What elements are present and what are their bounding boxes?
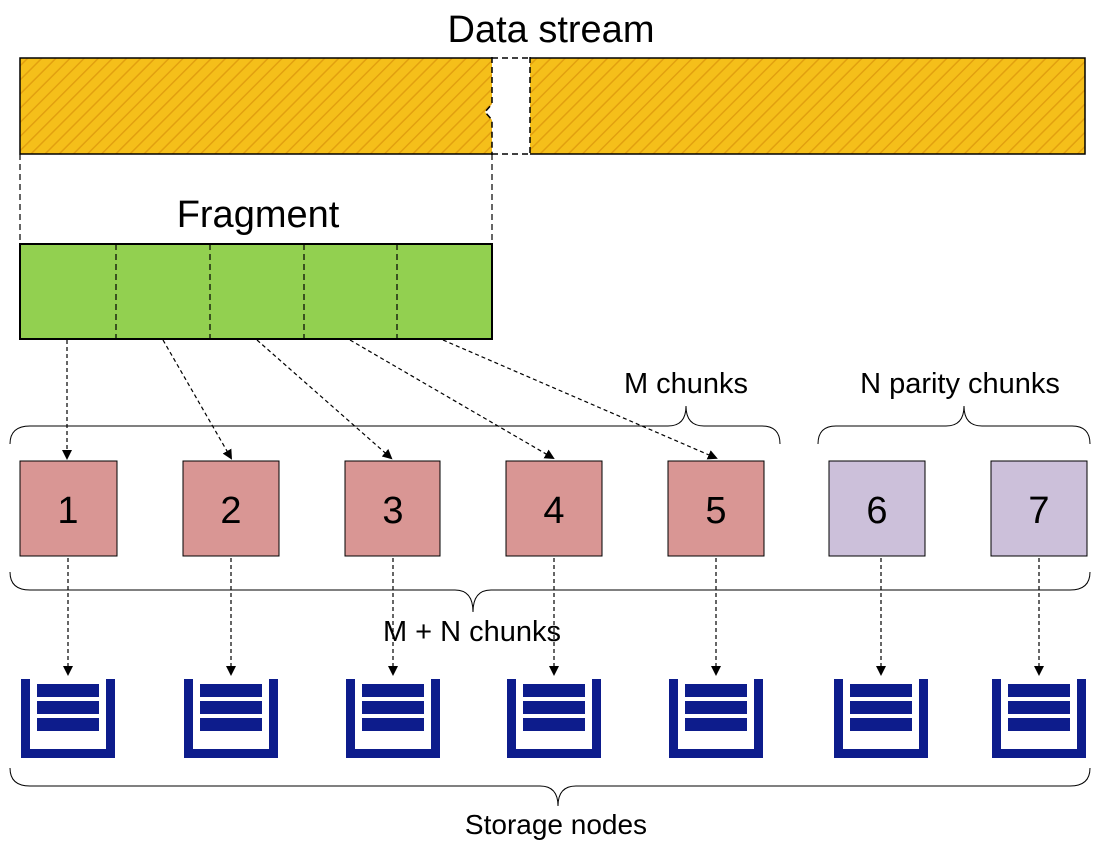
stream-gap [485,57,530,155]
parity-chunk-7: 7 [990,460,1088,557]
parity-chunk-label: 6 [866,490,887,532]
arrow-to-chunk-3 [256,339,393,460]
m-plus-n-chunks-label: M + N chunks [383,616,561,648]
data-chunk-label: 1 [57,490,78,532]
storage-node-icon [669,679,763,758]
n-parity-chunks-label: N parity chunks [860,368,1060,400]
storage-node-icon [21,679,115,758]
data-chunk-label: 2 [220,490,241,532]
data-chunk-label: 4 [543,490,564,532]
storage-node-icon [834,679,928,758]
data-chunk-5: 5 [667,460,765,557]
data-stream-bar [19,57,1086,155]
data-chunk-label: 5 [705,490,726,532]
n-parity-chunks-brace [817,405,1091,445]
data-chunk-1: 1 [19,460,118,557]
arrow-to-chunk-4 [349,339,555,460]
storage-node-icon [992,679,1086,758]
storage-node-icon [346,679,440,758]
m-plus-n-chunks-brace [9,571,1091,613]
storage-node-icon [507,679,601,758]
parity-chunk-6: 6 [828,460,926,557]
diagram-title: Data stream [448,9,655,51]
fragment-label: Fragment [177,194,340,236]
arrow-to-chunk-2 [162,339,232,460]
arrow-to-chunk-5 [442,339,718,460]
storage-node-icon [184,679,278,758]
storage-nodes-label: Storage nodes [465,809,647,840]
parity-chunk-label: 7 [1028,490,1049,532]
storage-nodes-row [21,679,1086,758]
m-chunks-label: M chunks [624,368,748,400]
data-chunk-label: 3 [382,490,403,532]
data-chunk-3: 3 [344,460,441,557]
data-chunk-2: 2 [182,460,280,557]
chunk-to-storage-arrows [63,558,1044,676]
fragment-bar [19,243,493,340]
m-chunks-brace [9,405,781,445]
storage-nodes-brace [9,767,1091,807]
data-chunk-4: 4 [505,460,603,557]
fragment-to-chunk-arrows [62,339,718,460]
